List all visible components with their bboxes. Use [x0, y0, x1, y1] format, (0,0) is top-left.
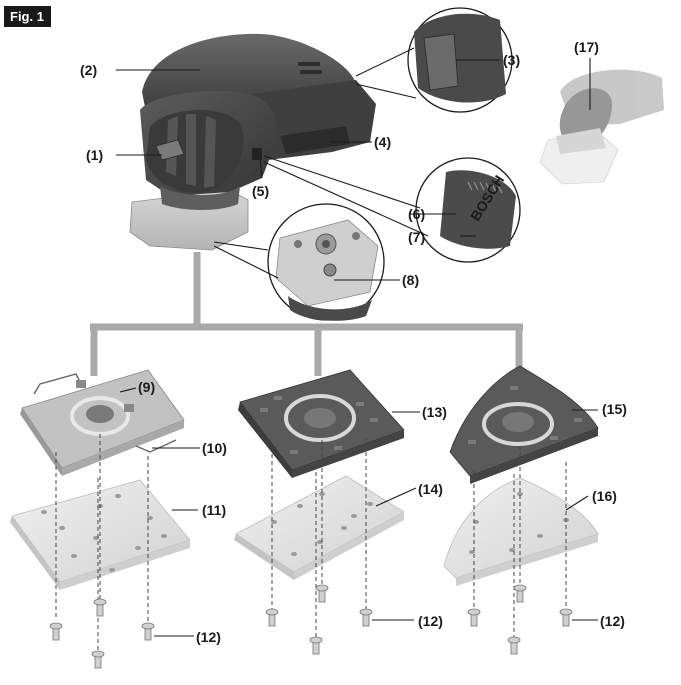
dashed-guides-right: [473, 446, 567, 650]
connector-tree: [90, 252, 523, 376]
velcro-ribs: [260, 396, 378, 454]
callout-12-middle: (12): [418, 613, 443, 629]
callout-10: (10): [202, 440, 227, 456]
callout-13: (13): [422, 404, 447, 420]
mount-screw: [294, 240, 302, 248]
delta-ring: [482, 402, 554, 446]
detail-nameplate: BOSCH: [263, 155, 521, 263]
delta-plate-side: [470, 428, 598, 484]
screw: [507, 636, 521, 655]
thumb-base: [556, 128, 606, 154]
grip-rib: [204, 116, 216, 188]
screws: [49, 584, 573, 669]
battery-vent: [298, 62, 320, 66]
plate-side: [20, 408, 62, 476]
sanding-sheet-rectangular: [10, 479, 191, 590]
screw: [559, 608, 573, 627]
screw: [265, 608, 279, 627]
callout-8: (8): [402, 272, 419, 288]
delta-hub: [502, 412, 534, 432]
clamp-lever: [135, 439, 177, 453]
sanding-sheet-rectangular-velcro: [234, 475, 405, 580]
pad-side: [60, 540, 190, 590]
plate-hub: [86, 405, 114, 423]
velcro-plate-side: [292, 430, 404, 478]
velcro-plate-side: [238, 402, 292, 478]
callout-15: (15): [602, 401, 627, 417]
dashed-guides-left: [55, 434, 149, 650]
charge-indicator-button: [423, 33, 459, 91]
detail-link-line: [263, 155, 421, 209]
callout-6: (6): [408, 206, 425, 222]
callout-12-left: (12): [196, 629, 221, 645]
detail-pad-mount: [213, 203, 385, 321]
screw: [359, 608, 373, 627]
base-collar: [160, 186, 240, 210]
detail-link-line: [213, 245, 279, 279]
screw: [513, 584, 527, 603]
callout-labels: (2) (1) (3) (4) (5) (6) (7) (8) (9) (10)…: [80, 39, 627, 645]
pad-side: [10, 516, 60, 590]
screw: [93, 598, 107, 617]
clamp-bracket: [124, 404, 134, 412]
sander-tool: [129, 33, 376, 251]
dashed-guides-middle: [271, 438, 367, 650]
detail-link-line: [213, 241, 269, 251]
callout-3: (3): [503, 52, 520, 68]
mount-screw: [352, 232, 360, 240]
nameplate-housing: [440, 170, 516, 249]
callout-5: (5): [252, 183, 269, 199]
delta-pad-side: [456, 534, 598, 586]
callout-17: (17): [574, 39, 599, 55]
clamp-bracket: [76, 380, 86, 388]
callout-4: (4): [374, 134, 391, 150]
pad-side: [234, 534, 294, 580]
callout-16: (16): [592, 488, 617, 504]
callout-1: (1): [86, 147, 103, 163]
callout-9: (9): [138, 379, 155, 395]
speed-selector: [252, 148, 262, 160]
vent-slots: [467, 181, 503, 194]
callout-2: (2): [80, 62, 97, 78]
callout-12-right: (12): [600, 613, 625, 629]
sanding-sheet-delta: [443, 477, 599, 586]
clamp-lever: [33, 373, 81, 395]
grip-rib: [186, 114, 196, 186]
callout-11: (11): [202, 502, 226, 518]
mount-housing: [288, 296, 372, 321]
sanding-plate-rectangular-clamp: [20, 369, 185, 476]
detail-link-line: [355, 47, 415, 77]
detail-link-line: [355, 83, 417, 99]
sanding-plate-delta: [449, 365, 599, 484]
screw: [49, 622, 63, 641]
figure-tag: Fig. 1: [4, 6, 51, 27]
velcro-ring: [284, 394, 356, 442]
leader-lines: [116, 58, 598, 637]
screw: [91, 650, 105, 669]
mount-bolt: [322, 240, 330, 248]
delta-ribs: [468, 386, 582, 444]
callout-7: (7): [408, 229, 425, 245]
screw: [309, 636, 323, 655]
pad-top: [11, 479, 191, 583]
battery-vent: [300, 70, 322, 74]
pad-holes: [41, 494, 167, 572]
battery-release: [280, 126, 350, 154]
screw: [141, 622, 155, 641]
sanding-plate-rectangular-velcro: [238, 369, 405, 478]
tool-thumbnail: [539, 69, 664, 185]
dust-extraction-ball: [323, 263, 337, 277]
plate-side: [62, 420, 184, 476]
screw: [315, 584, 329, 603]
detail-link-line: [263, 161, 429, 237]
mount-plate: [275, 219, 379, 307]
screw: [467, 608, 481, 627]
velcro-hub: [304, 408, 336, 428]
callout-14: (14): [418, 481, 443, 497]
